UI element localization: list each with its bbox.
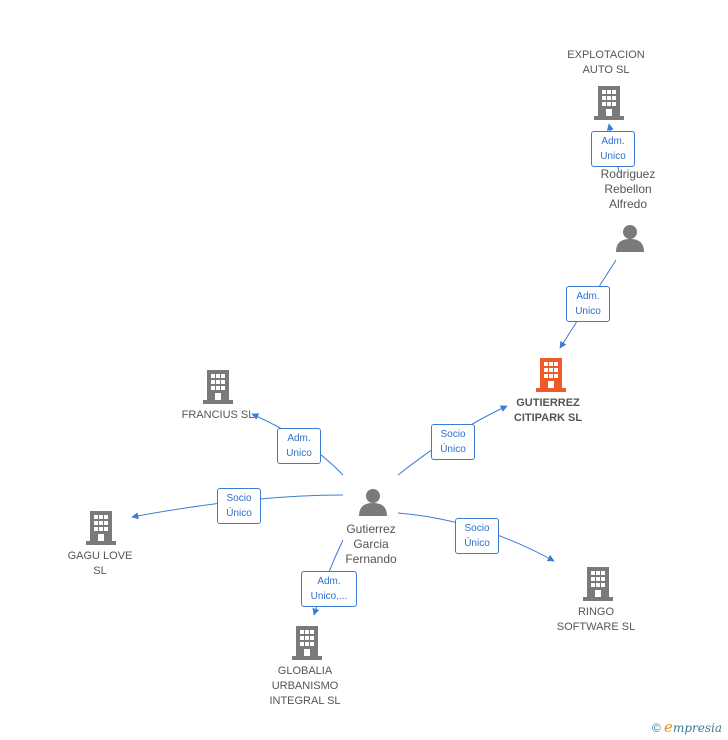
- building-icon-francius[interactable]: [203, 368, 233, 404]
- node-label-francius[interactable]: FRANCIUS SL: [181, 409, 255, 421]
- brand-logo: empresia: [664, 718, 722, 736]
- node-label-globalia[interactable]: GLOBALIA URBANISMO INTEGRAL SL: [269, 665, 341, 707]
- node-label-fernando[interactable]: Gutierrez Garcia Fernando: [345, 522, 397, 566]
- edge-label-fernando-gagu[interactable]: Socio Único: [217, 488, 261, 524]
- edge-label-rodriguez-explotacion[interactable]: Adm. Unico: [591, 131, 635, 167]
- building-icon-explotacion[interactable]: [594, 84, 624, 120]
- person-icon-rodriguez[interactable]: [616, 224, 644, 252]
- node-label-citipark[interactable]: GUTIERREZ CITIPARK SL: [513, 397, 583, 424]
- building-icon-gagu[interactable]: [86, 509, 116, 545]
- building-icon-ringo[interactable]: [583, 565, 613, 601]
- person-icon-fernando[interactable]: [359, 488, 387, 516]
- footer-brand[interactable]: © empresia: [652, 718, 722, 736]
- edge-label-fernando-ringo[interactable]: Socio Único: [455, 518, 499, 554]
- building-icon-globalia[interactable]: [292, 624, 322, 660]
- edge-label-fernando-citipark[interactable]: Socio Único: [431, 424, 475, 460]
- building-icon-citipark[interactable]: [536, 356, 566, 392]
- node-label-gagu[interactable]: GAGU LOVE SL: [67, 550, 133, 577]
- copyright-icon: ©: [651, 721, 661, 735]
- node-label-rodriguez[interactable]: Rodriguez Rebellon Alfredo: [600, 167, 656, 211]
- edge-label-fernando-globalia[interactable]: Adm. Unico,...: [301, 571, 357, 607]
- edge-label-fernando-francius[interactable]: Adm. Unico: [277, 428, 321, 464]
- edge-label-rodriguez-citipark[interactable]: Adm. Unico: [566, 286, 610, 322]
- node-label-ringo[interactable]: RINGO SOFTWARE SL: [556, 606, 636, 633]
- node-label-explotacion[interactable]: EXPLOTACION AUTO SL: [567, 49, 645, 76]
